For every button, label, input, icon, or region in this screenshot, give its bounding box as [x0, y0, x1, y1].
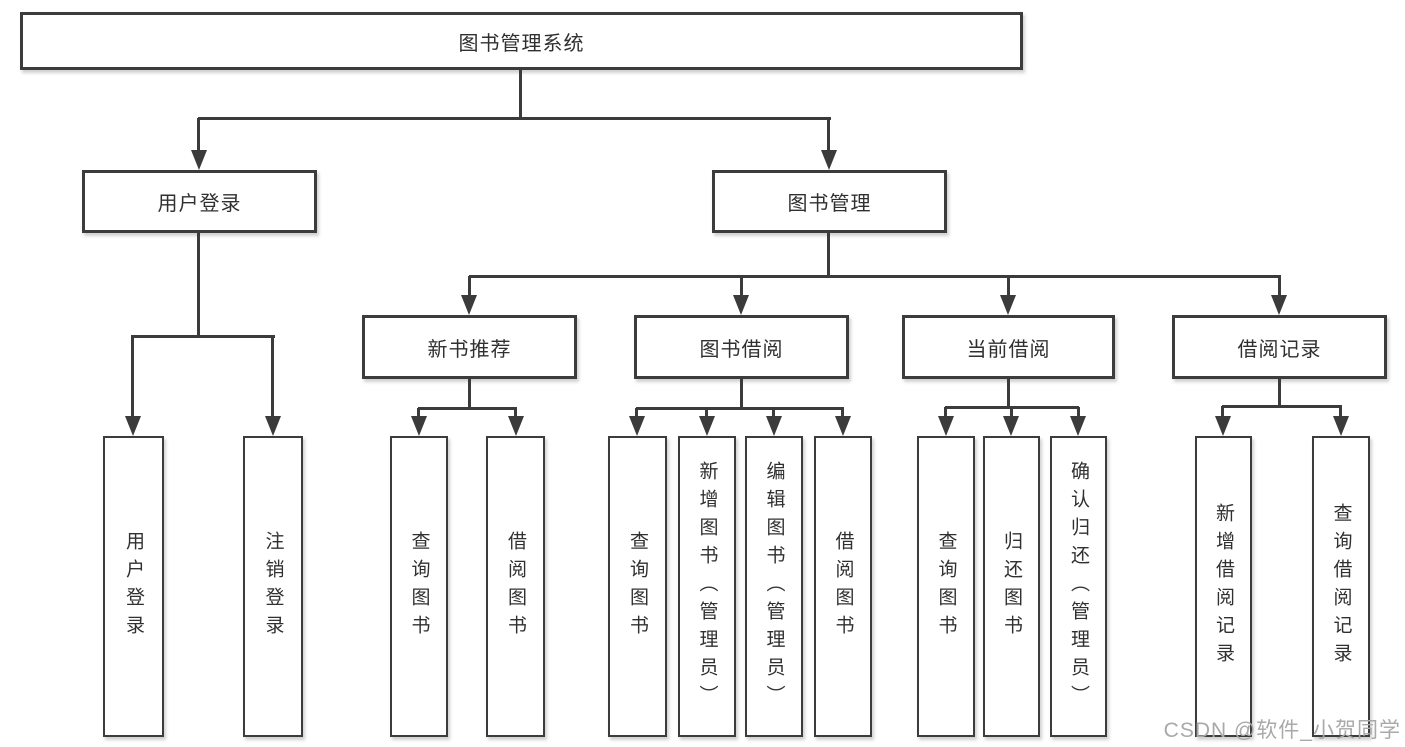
leaf-label: 查询借阅记录 [1330, 502, 1352, 671]
arrowhead-down-icon [821, 150, 837, 170]
leaf-add-borrow-record: 新增借阅记录 [1195, 436, 1252, 737]
connector-line [1221, 406, 1224, 418]
arrowhead-down-icon [938, 416, 954, 436]
leaf-label: 借阅图书 [505, 530, 526, 643]
connector-line [1010, 407, 1013, 418]
leaf-user-login: 用户登录 [103, 436, 164, 737]
connector-line [1007, 379, 1010, 408]
arrowhead-down-icon [191, 150, 207, 170]
arrowhead-down-icon [699, 416, 715, 436]
connector-line [468, 276, 471, 297]
connector-line [827, 233, 830, 277]
connector-line [1339, 406, 1342, 418]
arrowhead-down-icon [411, 416, 427, 436]
connector-line [1222, 405, 1342, 408]
connector-line [1007, 276, 1010, 297]
node-user-login-branch: 用户登录 [82, 170, 317, 233]
connector-line [944, 407, 947, 418]
connector-line [514, 408, 517, 418]
connector-line [1278, 276, 1281, 297]
connector-line [636, 407, 844, 410]
leaf-label: 新增图书（管理员） [696, 460, 718, 713]
connector-line [1278, 379, 1281, 407]
connector-line [131, 336, 134, 417]
leaf-label: 查询图书 [627, 530, 648, 643]
arrowhead-down-icon [1003, 416, 1019, 436]
node-book-mgmt-label: 图书管理 [787, 193, 872, 215]
leaf-borrow-books-2: 借阅图书 [814, 436, 872, 737]
leaf-label: 借阅图书 [832, 530, 854, 643]
leaf-label: 注销登录 [262, 530, 284, 643]
connector-line [417, 408, 420, 418]
connector-line [418, 407, 517, 410]
leaf-label: 归还图书 [1001, 530, 1022, 643]
leaf-edit-books-admin: 编辑图书（管理员） [745, 436, 803, 737]
node-current-borrow: 当前借阅 [902, 315, 1115, 379]
node-book-borrow-label: 图书借阅 [699, 338, 784, 361]
arrowhead-down-icon [125, 416, 141, 436]
leaf-label: 编辑图书（管理员） [763, 460, 785, 713]
leaf-query-borrow-record: 查询借阅记录 [1312, 436, 1370, 737]
connector-line [1077, 407, 1080, 418]
connector-line [740, 379, 743, 410]
node-root-label: 图书管理系统 [458, 32, 585, 55]
arrowhead-down-icon [1000, 295, 1016, 315]
node-user-login-label: 用户登录 [157, 193, 242, 215]
watermark-text: CSDN @软件_小贺同学 [1163, 719, 1401, 742]
leaf-confirm-return-admin: 确认归还（管理员） [1050, 436, 1107, 737]
leaf-query-books-2: 查询图书 [608, 436, 667, 737]
connector-line [841, 408, 844, 418]
arrowhead-down-icon [733, 295, 749, 315]
leaf-label: 用户登录 [123, 530, 144, 643]
node-current-borrow-label: 当前借阅 [966, 338, 1051, 361]
connector-line [772, 408, 775, 418]
leaf-borrow-books-1: 借阅图书 [486, 436, 545, 737]
leaf-label: 新增借阅记录 [1213, 502, 1234, 671]
arrowhead-down-icon [461, 295, 477, 315]
node-borrow-records: 借阅记录 [1172, 315, 1387, 379]
arrowhead-down-icon [265, 416, 281, 436]
connector-line [271, 336, 274, 417]
leaf-query-books-1: 查询图书 [390, 436, 448, 737]
node-borrow-records-label: 借阅记录 [1237, 338, 1322, 361]
node-new-books: 新书推荐 [362, 315, 577, 379]
leaf-label: 查询图书 [408, 530, 430, 643]
connector-line [705, 408, 708, 418]
connector-line [827, 118, 830, 153]
leaf-logout: 注销登录 [243, 436, 303, 737]
arrowhead-down-icon [629, 416, 645, 436]
node-book-borrow: 图书借阅 [634, 315, 849, 379]
node-root: 图书管理系统 [20, 12, 1023, 70]
connector-line [468, 379, 471, 410]
connector-line [197, 118, 200, 153]
leaf-query-books-3: 查询图书 [917, 436, 975, 737]
connector-line [740, 276, 743, 297]
leaf-label: 确认归还（管理员） [1068, 460, 1089, 713]
leaf-label: 查询图书 [935, 530, 957, 643]
leaf-add-books-admin: 新增图书（管理员） [678, 436, 736, 737]
connector-line [635, 408, 638, 418]
connector-line [519, 70, 522, 119]
arrowhead-down-icon [1215, 416, 1231, 436]
leaf-return-books: 归还图书 [983, 436, 1040, 737]
arrowhead-down-icon [835, 416, 851, 436]
node-new-books-label: 新书推荐 [427, 338, 512, 361]
arrowhead-down-icon [1271, 295, 1287, 315]
arrowhead-down-icon [1070, 416, 1086, 436]
connector-line [198, 117, 831, 120]
node-book-mgmt-branch: 图书管理 [712, 170, 947, 233]
arrowhead-down-icon [766, 416, 782, 436]
arrowhead-down-icon [1333, 416, 1349, 436]
connector-line [469, 275, 1281, 278]
connector-line [197, 233, 200, 336]
arrowhead-down-icon [508, 416, 524, 436]
connector-line [131, 335, 275, 338]
